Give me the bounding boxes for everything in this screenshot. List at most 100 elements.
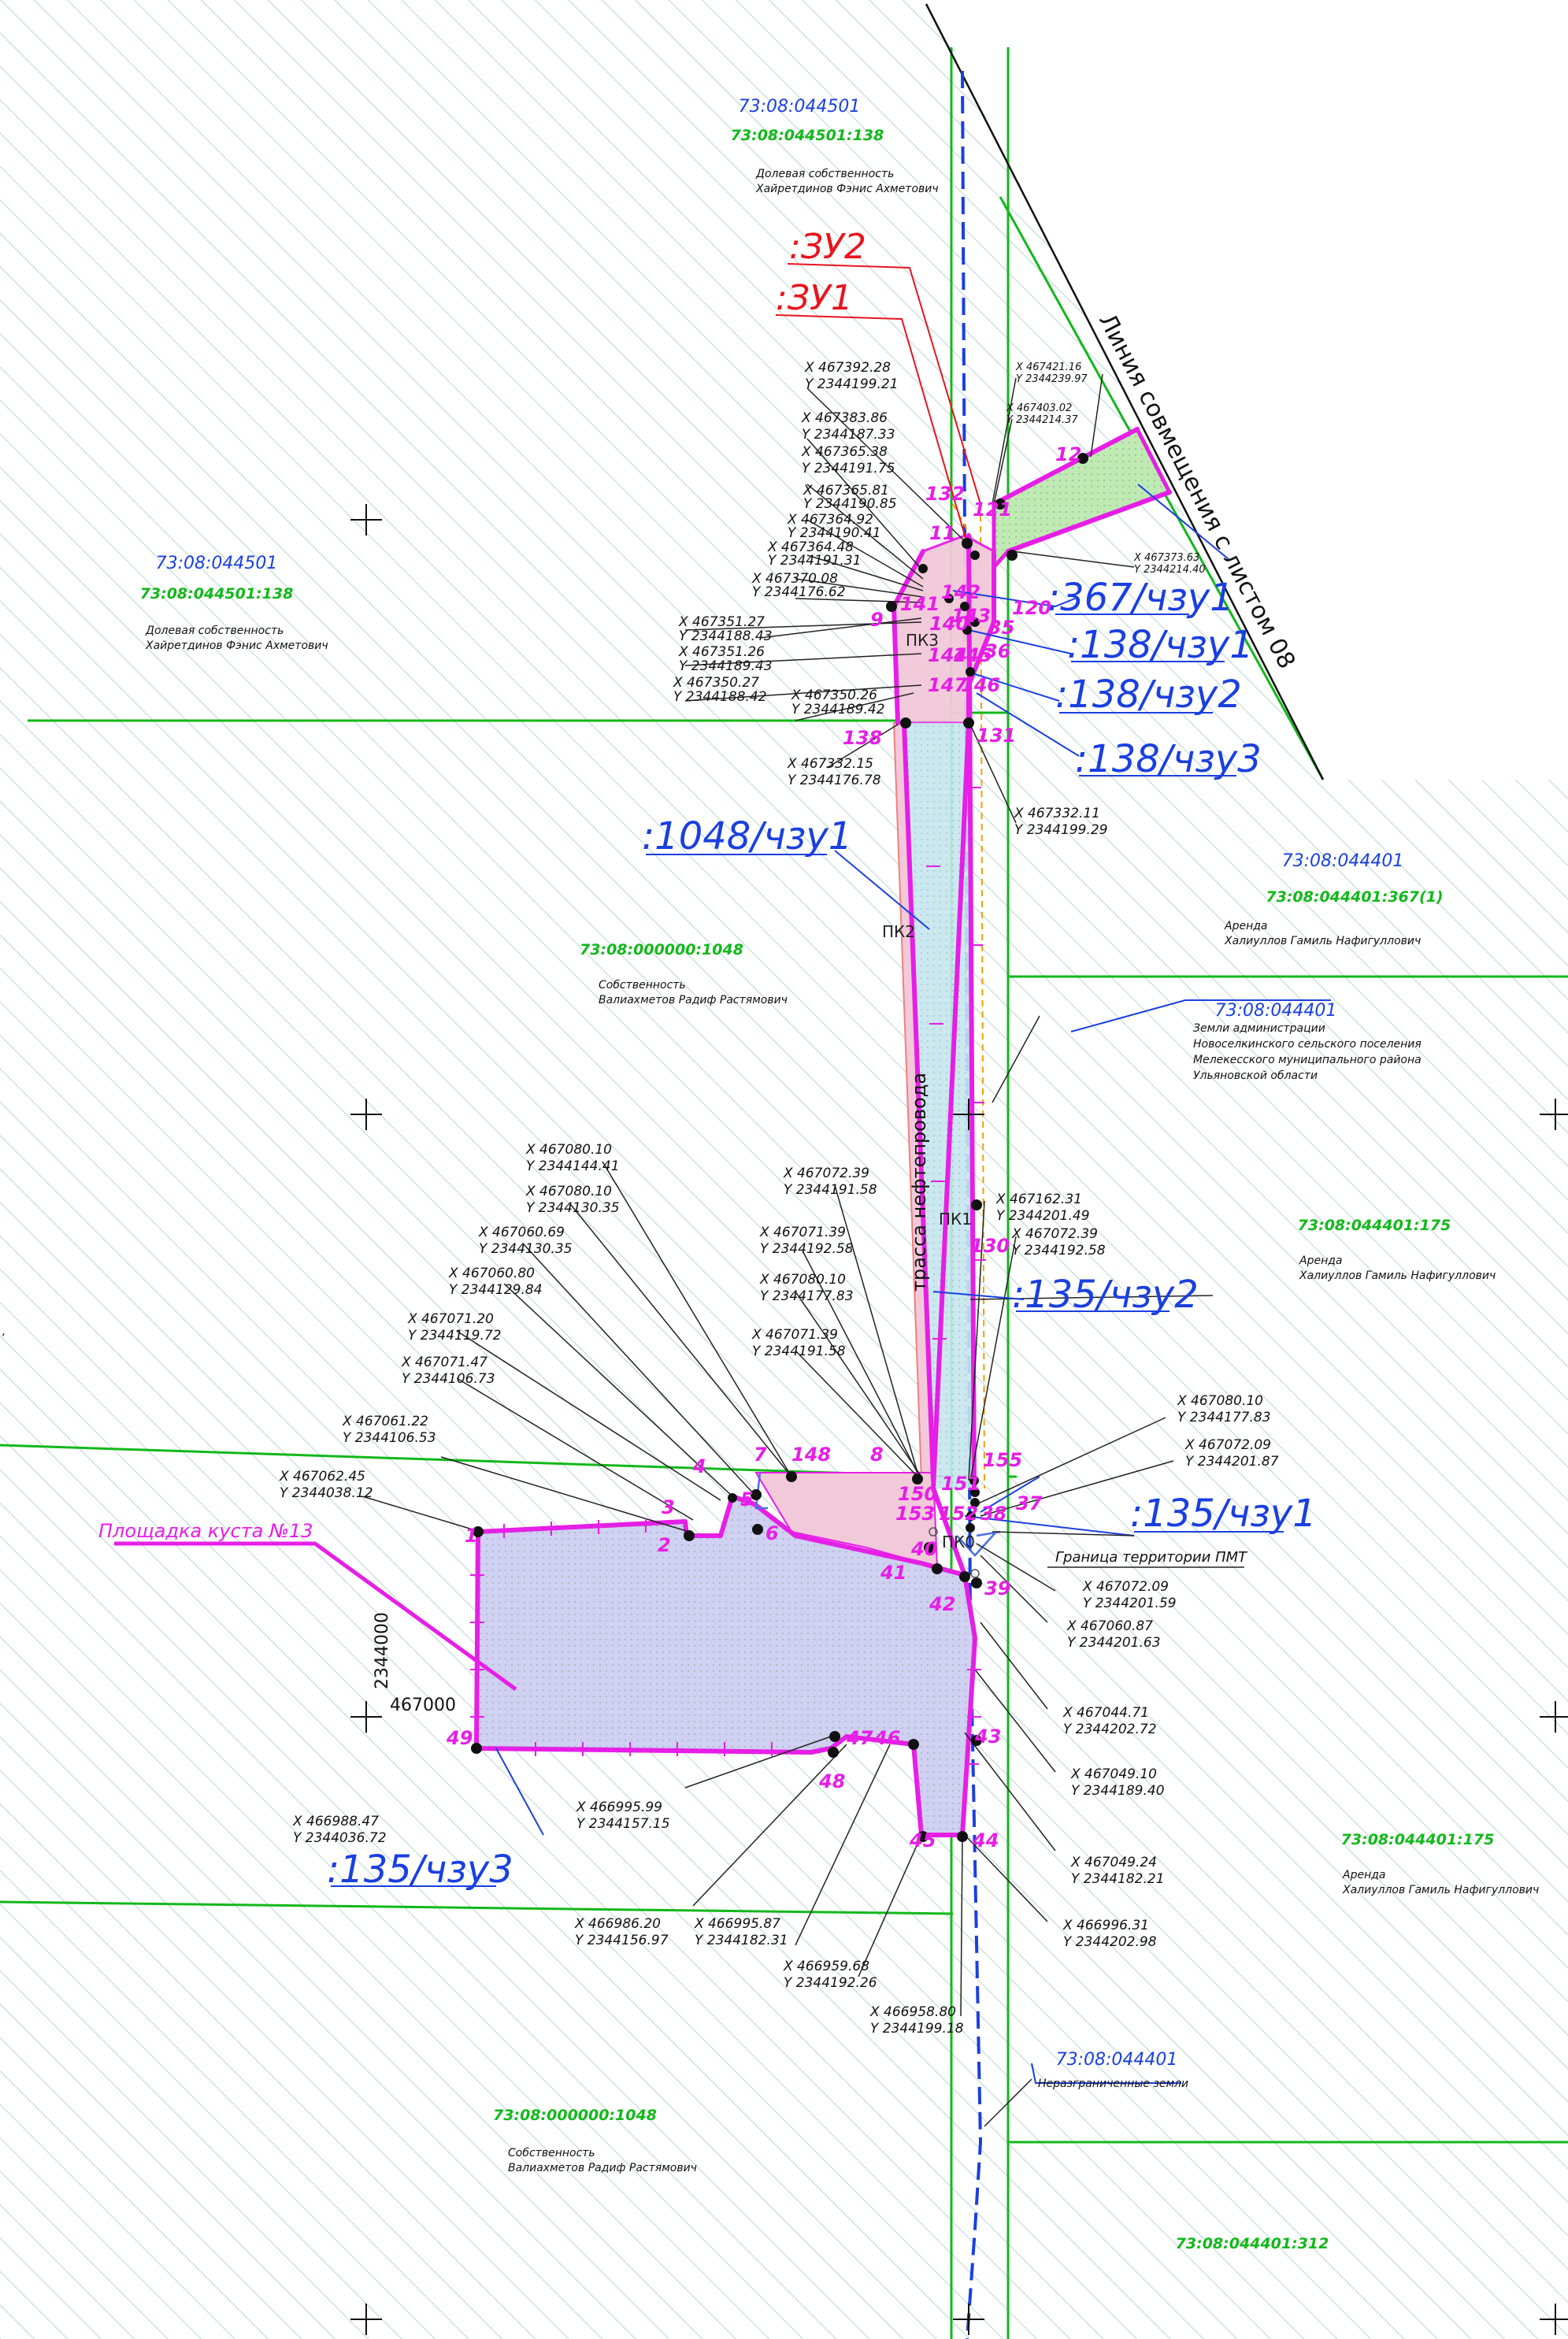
svg-text:Y 2344239.97: Y 2344239.97 (1016, 373, 1088, 385)
svg-text:X 467383.86: X 467383.86 (801, 410, 888, 426)
svg-text:X 466959.68: X 466959.68 (783, 1959, 869, 1974)
svg-text:Собственность: Собственность (508, 2147, 595, 2159)
svg-text:X 467080.10: X 467080.10 (759, 1272, 846, 1288)
svg-text:36: 36 (984, 640, 1010, 662)
svg-text:Хайретдинов Фэнис Ахметович: Хайретдинов Фэнис Ахметович (755, 183, 939, 195)
svg-text:Y 2344036.72: Y 2344036.72 (293, 1830, 387, 1846)
svg-text:X 467060.80: X 467060.80 (448, 1266, 535, 1281)
block-label-right: 73:08:044401 (1282, 851, 1404, 871)
svg-text:Y 2344214.37: Y 2344214.37 (1006, 414, 1078, 426)
svg-text:Y 2344130.35: Y 2344130.35 (526, 1200, 620, 1216)
svg-text:X 467365.38: X 467365.38 (801, 444, 888, 460)
svg-text:X 467162.31: X 467162.31 (995, 1192, 1082, 1207)
svg-text:Y 2344201.59: Y 2344201.59 (1083, 1596, 1177, 1611)
svg-text:X 467351.26: X 467351.26 (678, 644, 765, 660)
zone-label-138-chzu2: :138/чзу2 (1055, 673, 1242, 717)
svg-text:Y 2344190.41: Y 2344190.41 (788, 525, 881, 541)
svg-text:X 467364.48: X 467364.48 (767, 539, 854, 555)
svg-text:Y 2344191.75: Y 2344191.75 (802, 461, 895, 476)
svg-text:Y 2344156.97: Y 2344156.97 (575, 1933, 669, 1948)
svg-text:Аренда: Аренда (1342, 1869, 1386, 1881)
svg-text:6: 6 (765, 1522, 779, 1544)
svg-text:140: 140 (929, 613, 969, 635)
svg-text:Y 2344201.63: Y 2344201.63 (1067, 1635, 1161, 1651)
svg-text:120: 120 (1012, 597, 1051, 619)
svg-text:Y 2344192.26: Y 2344192.26 (784, 1975, 877, 1991)
block-label-top: 73:08:044501 (739, 97, 861, 117)
svg-text:Y 2344201.49: Y 2344201.49 (996, 1208, 1090, 1224)
svg-text:143: 143 (951, 605, 991, 627)
svg-text:Y 2344182.21: Y 2344182.21 (1071, 1871, 1165, 1887)
grid-crosses (350, 504, 1568, 2335)
svg-text:45: 45 (909, 1829, 936, 1852)
svg-text:48: 48 (818, 1770, 845, 1792)
svg-text:Y 2344188.43: Y 2344188.43 (679, 628, 773, 644)
svg-text:X 467350.27: X 467350.27 (673, 675, 759, 691)
svg-text:X 467332.11: X 467332.11 (1014, 806, 1100, 821)
zone-label-138-chzu1: :138/чзу1 (1067, 623, 1254, 667)
svg-text:47: 47 (846, 1727, 873, 1749)
picket-1: ПК1 (939, 1210, 972, 1229)
svg-text:X 466986.20: X 466986.20 (574, 1916, 661, 1932)
svg-text:Y 2344201.87: Y 2344201.87 (1185, 1454, 1279, 1470)
svg-text:2: 2 (658, 1534, 671, 1556)
parcel-label-1048-bottom: 73:08:000000:1048 (493, 2107, 657, 2124)
svg-text:Y 2344199.21: Y 2344199.21 (805, 376, 899, 392)
svg-text:Халиуллов Гамиль Нафигуллович: Халиуллов Гамиль Нафигуллович (1299, 1270, 1496, 1282)
svg-text:Y 2344177.83: Y 2344177.83 (1177, 1410, 1271, 1425)
svg-text:150: 150 (898, 1483, 937, 1505)
picket-2: ПК2 (882, 922, 915, 941)
svg-text:37: 37 (1016, 1492, 1043, 1514)
svg-text:Y 2344192.58: Y 2344192.58 (760, 1241, 854, 1257)
zone-label-138-chzu3: :138/чзу3 (1075, 737, 1262, 781)
svg-text:X 467080.10: X 467080.10 (525, 1142, 612, 1158)
svg-text:Собственность: Собственность (599, 979, 686, 992)
svg-text:Y 2344191.58: Y 2344191.58 (752, 1344, 846, 1359)
svg-text:X 467392.28: X 467392.28 (804, 360, 891, 376)
svg-text:X 467071.39: X 467071.39 (759, 1225, 846, 1240)
block-label-bottom: 73:08:044401 (1056, 2050, 1178, 2070)
svg-text:Y 2344189.40: Y 2344189.40 (1071, 1783, 1165, 1799)
svg-text:X 467370.08: X 467370.08 (751, 571, 838, 587)
svg-text:4: 4 (692, 1455, 706, 1477)
svg-text:Y 2344199.29: Y 2344199.29 (1014, 822, 1108, 838)
svg-text:X 467049.24: X 467049.24 (1070, 1855, 1157, 1870)
svg-text:Y 2344182.31: Y 2344182.31 (695, 1933, 788, 1948)
svg-text:141: 141 (900, 593, 940, 615)
unhatched-area (929, 0, 1568, 780)
label-zu2: :ЗУ2 (789, 227, 866, 267)
svg-text:X 466958.80: X 466958.80 (869, 2004, 956, 2020)
parcel-label-175b: 73:08:044401:175 (1341, 1831, 1495, 1848)
svg-text:X 467365.81: X 467365.81 (803, 483, 889, 499)
svg-text:Y 2344106.73: Y 2344106.73 (402, 1371, 495, 1387)
svg-text:X 467072.09: X 467072.09 (1184, 1437, 1271, 1453)
svg-text:142: 142 (941, 581, 980, 603)
block-label-left: 73:08:044501 (156, 554, 278, 573)
zone-label-135-chzu2: :135/чзу2 (1012, 1273, 1199, 1317)
svg-text:Новоселкинского сельского посе: Новоселкинского сельского поселения (1193, 1038, 1422, 1051)
svg-text:152: 152 (939, 1503, 978, 1525)
picket-3: ПК3 (906, 631, 939, 650)
svg-text:Y 2344192.58: Y 2344192.58 (1012, 1243, 1106, 1258)
picket-0: ПК0 (942, 1533, 975, 1551)
svg-text:147: 147 (928, 674, 967, 696)
red-leader-lines (775, 263, 981, 544)
svg-text:Долевая собственность: Долевая собственность (755, 168, 894, 180)
vertex-points (471, 453, 1088, 1842)
svg-text:X 467350.26: X 467350.26 (791, 688, 877, 703)
svg-text:X 467061.22: X 467061.22 (342, 1414, 428, 1429)
svg-text:Y 2344191.58: Y 2344191.58 (784, 1182, 877, 1198)
svg-text:X 467060.87: X 467060.87 (1066, 1618, 1153, 1634)
svg-text:Мелекесского муниципального ра: Мелекесского муниципального района (1193, 1054, 1422, 1066)
svg-text:42: 42 (929, 1593, 955, 1615)
svg-text:Аренда: Аренда (1299, 1255, 1343, 1267)
svg-text:Валиахметов Радиф Растямович: Валиахметов Радиф Растямович (599, 994, 788, 1006)
svg-text:Y 2344202.72: Y 2344202.72 (1063, 1722, 1157, 1737)
svg-text:X 467060.69: X 467060.69 (478, 1225, 565, 1240)
svg-text:Y 2344214.40: Y 2344214.40 (1134, 564, 1206, 576)
svg-text:‚: ‚ (2, 1325, 5, 1338)
svg-text:7: 7 (754, 1444, 767, 1466)
svg-text:145: 145 (953, 644, 992, 666)
svg-text:Y 2344144.41: Y 2344144.41 (526, 1158, 620, 1174)
